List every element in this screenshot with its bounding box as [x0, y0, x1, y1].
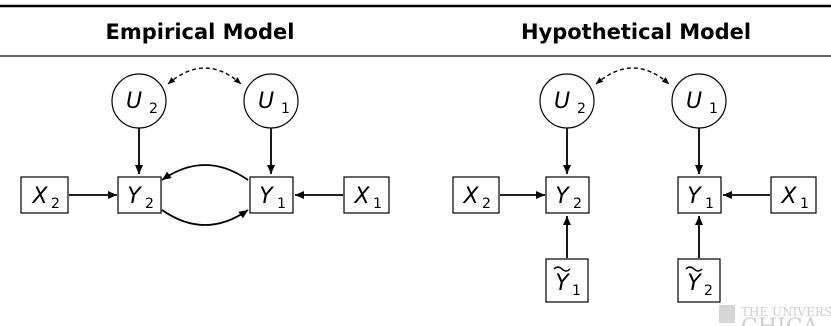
node-u2-sub: 2 — [149, 101, 158, 117]
node-x2-right-sub: 2 — [482, 196, 491, 212]
node-y2-right: Y 2 — [545, 176, 590, 214]
node-x1-right: X 1 — [770, 176, 817, 214]
edge-y1-y2-curved — [161, 164, 249, 181]
watermark-line2: CHICA — [741, 315, 820, 326]
node-x1-sub: 1 — [373, 196, 382, 212]
node-u2-right: U 2 — [539, 73, 595, 129]
empirical-model-panel: U 2 U 1 X 2 Y 2 Y 1 X 1 — [20, 67, 390, 226]
node-x1-label: X — [353, 184, 370, 209]
node-y1: Y 1 — [249, 176, 294, 214]
node-x2: X 2 — [20, 176, 69, 214]
node-x1-right-label: X — [780, 184, 797, 209]
node-u1-right-label: U — [686, 89, 702, 114]
node-x1-right-sub: 1 — [800, 196, 809, 212]
node-u2: U 2 — [111, 73, 167, 129]
node-y2-right-label: Y — [555, 184, 570, 209]
node-y1-label: Y — [259, 184, 274, 209]
node-y2-sub: 2 — [145, 196, 154, 212]
node-y2-right-sub: 2 — [573, 196, 582, 212]
node-u1: U 1 — [243, 73, 299, 129]
node-y2-tilde-label: Y — [687, 271, 702, 296]
watermark-shield-icon — [719, 305, 735, 323]
node-u2-right-sub: 2 — [577, 101, 586, 117]
university-watermark: THE UNIVERS CHICA — [719, 305, 831, 326]
node-y1-sub: 1 — [277, 196, 286, 212]
tilde-mark-y1 — [553, 266, 571, 272]
node-x2-right-label: X — [462, 184, 479, 209]
node-y2: Y 2 — [117, 176, 162, 214]
node-y1-right-label: Y — [687, 184, 702, 209]
node-y1-tilde: Y 1 — [545, 258, 589, 303]
node-u1-sub: 1 — [281, 101, 290, 117]
node-u2-right-label: U — [554, 89, 570, 114]
node-u1-right-sub: 1 — [709, 101, 718, 117]
node-u2-label: U — [126, 89, 142, 114]
node-y2-label: Y — [127, 184, 142, 209]
node-x2-right: X 2 — [452, 176, 500, 214]
empirical-model-title: Empirical Model — [106, 20, 295, 44]
hypothetical-model-panel: U 2 U 1 X 2 Y 2 Y 1 X 1 Y — [452, 67, 817, 303]
node-y2-tilde: Y 2 — [677, 258, 721, 303]
node-y1-tilde-sub: 1 — [572, 283, 581, 299]
edge-u2-u1-dashed-right — [595, 67, 670, 85]
node-u1-right: U 1 — [671, 73, 727, 129]
tilde-mark-y2 — [685, 266, 703, 272]
edge-u2-u1-dashed — [167, 67, 242, 85]
node-x2-label: X — [31, 184, 48, 209]
node-y2-tilde-sub: 2 — [704, 283, 713, 299]
hypothetical-model-title: Hypothetical Model — [521, 20, 751, 44]
node-u1-label: U — [258, 89, 274, 114]
node-x1: X 1 — [343, 176, 390, 214]
watermark-line1: THE UNIVERS — [741, 305, 831, 319]
node-x2-sub: 2 — [51, 196, 60, 212]
node-y1-tilde-label: Y — [555, 271, 570, 296]
node-y1-right: Y 1 — [677, 176, 722, 214]
edge-y2-y1-curved — [161, 209, 249, 226]
node-y1-right-sub: 1 — [705, 196, 714, 212]
